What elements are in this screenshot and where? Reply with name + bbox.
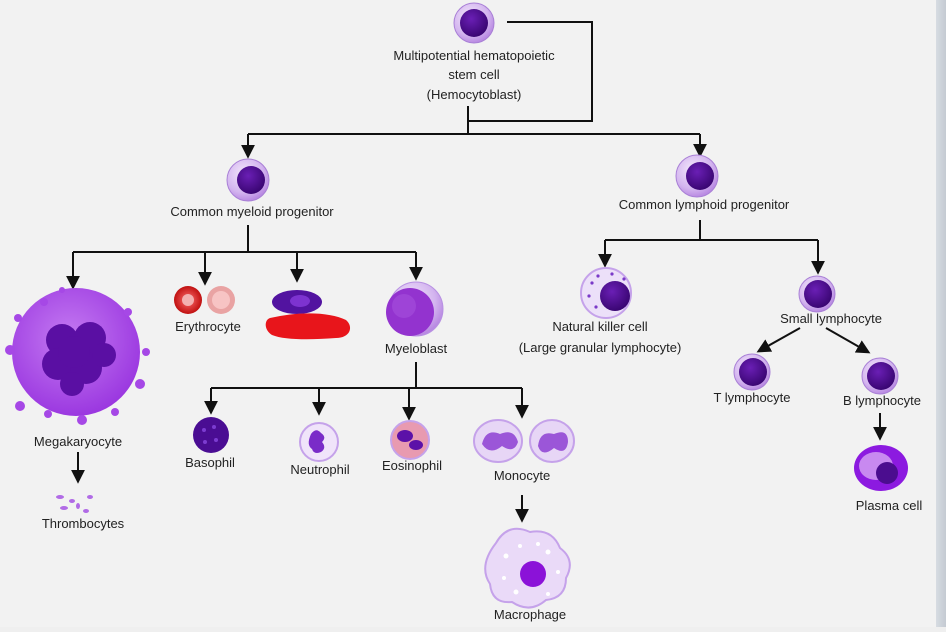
stem-cell-label-line1: Multipotential hematopoietic (393, 48, 555, 63)
stem-cell-label-line3: (Hemocytoblast) (427, 87, 522, 102)
myeloblast-icon (386, 281, 444, 337)
myeloblast-label: Myeloblast (385, 341, 448, 356)
megakaryocyte-icon (5, 287, 150, 425)
common-myeloid-label: Common myeloid progenitor (170, 204, 334, 219)
monocyte-label: Monocyte (494, 468, 550, 483)
mast-cell-icon (272, 290, 322, 314)
erythrocyte-icon (174, 286, 235, 314)
megakaryocyte-label: Megakaryocyte (34, 434, 122, 449)
window-edge-scrollbar[interactable] (936, 0, 946, 627)
arrow-to-b-lymphocyte (825, 327, 871, 354)
red-redaction-mark (265, 313, 351, 340)
stem-cell-label-line2: stem cell (448, 67, 499, 82)
natural-killer-label-line1: Natural killer cell (552, 319, 647, 334)
natural-killer-label-line2: (Large granular lymphocyte) (519, 340, 682, 355)
natural-killer-cell-icon (580, 267, 632, 319)
erythrocyte-label: Erythrocyte (175, 319, 241, 334)
thrombocytes-icon (56, 495, 93, 513)
neutrophil-icon (299, 422, 339, 462)
t-lymphocyte-icon (733, 353, 771, 391)
plasma-cell-icon (854, 445, 908, 491)
basophil-label: Basophil (185, 455, 235, 470)
basophil-icon (193, 417, 229, 453)
common-lymphoid-label: Common lymphoid progenitor (619, 197, 790, 212)
arrow-to-t-lymphocyte (756, 327, 801, 353)
small-lymphocyte-label: Small lymphocyte (780, 311, 882, 326)
macrophage-icon (484, 527, 571, 609)
neutrophil-label: Neutrophil (290, 462, 349, 477)
common-lymphoid-progenitor-icon (675, 154, 719, 198)
stem-loop-line (468, 21, 593, 122)
common-myeloid-progenitor-icon (226, 158, 270, 202)
b-lymphocyte-label: B lymphocyte (843, 393, 921, 408)
connector-lines (66, 21, 887, 523)
stem-cell-icon (453, 2, 495, 44)
small-lymphocyte-icon (798, 275, 836, 313)
labels: Multipotential hematopoietic stem cell (… (34, 48, 922, 622)
eosinophil-label: Eosinophil (382, 458, 442, 473)
t-lymphocyte-label: T lymphocyte (713, 390, 790, 405)
monocyte-icon (473, 419, 575, 463)
eosinophil-icon (390, 420, 430, 460)
thrombocytes-label: Thrombocytes (42, 516, 125, 531)
macrophage-label: Macrophage (494, 607, 566, 622)
b-lymphocyte-icon (861, 357, 899, 395)
plasma-cell-label: Plasma cell (856, 498, 923, 513)
